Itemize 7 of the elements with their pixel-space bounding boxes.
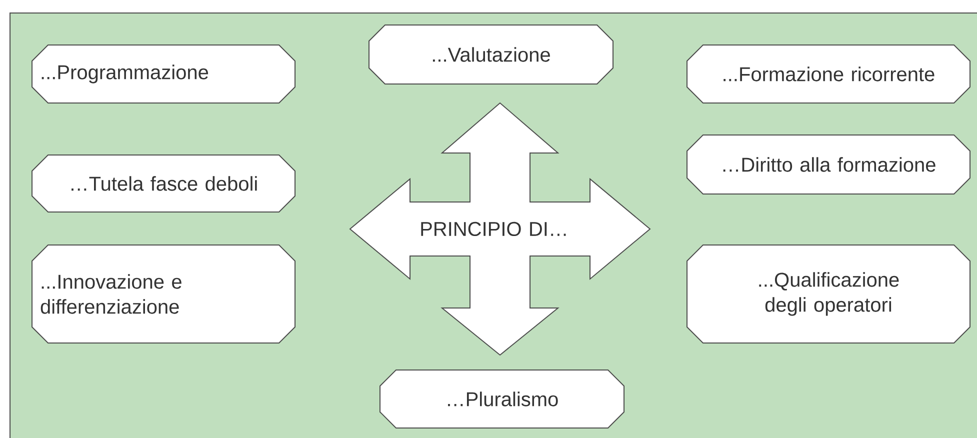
octagon-box: …Tutela fasce deboli bbox=[32, 154, 296, 212]
octagon-box: ...Qualificazione degli operatori bbox=[686, 244, 970, 344]
octagon-box: ...Valutazione bbox=[368, 24, 614, 84]
octagon-box: ...Formazione ricorrente bbox=[686, 44, 970, 104]
octagon-box: …Pluralismo bbox=[380, 369, 624, 428]
octagon-box: ...Programmazione bbox=[32, 44, 296, 104]
octagon-box: …Diritto alla formazione bbox=[686, 134, 970, 194]
